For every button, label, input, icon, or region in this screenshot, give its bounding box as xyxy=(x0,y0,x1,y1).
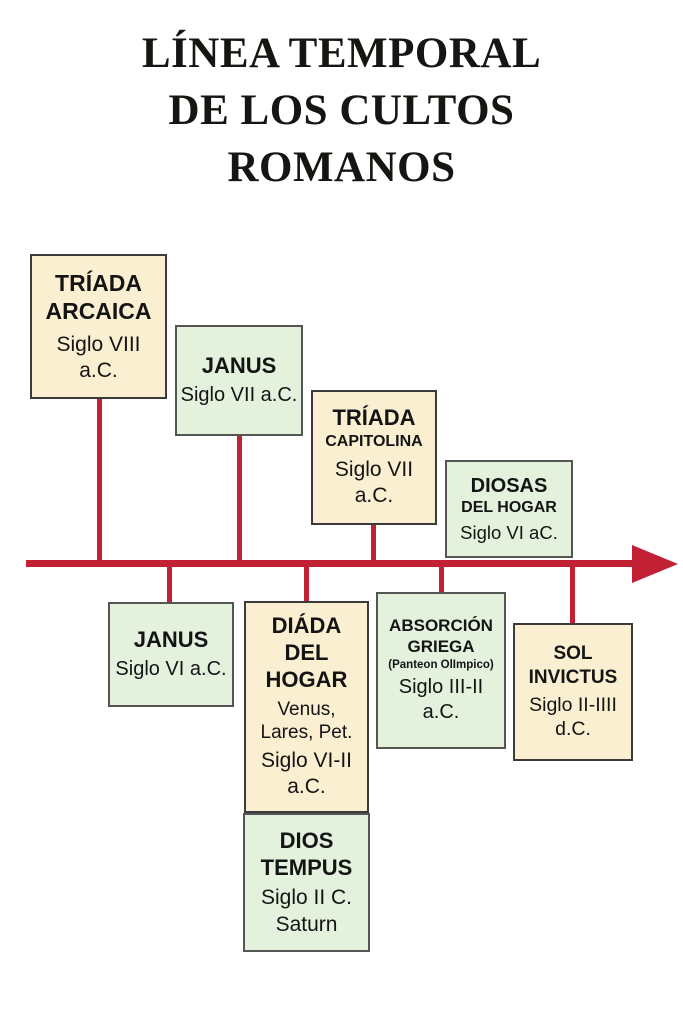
event-period: Siglo VIII a.C. xyxy=(56,332,141,383)
event-box-janus-top: JANUS Siglo VII a.C. xyxy=(175,325,303,436)
page-title-line-3: ROMANOS xyxy=(227,143,456,191)
connector-triada-arcaica xyxy=(97,398,102,560)
page-title-line-1: LÍNEA TEMPORAL xyxy=(141,30,542,77)
event-name: TRÍADA ARCAICA xyxy=(45,269,152,324)
event-box-sol-invictus: SOL INVICTUS Siglo II-IIII d.C. xyxy=(513,623,633,761)
event-subname: CAPITOLINA xyxy=(325,433,423,451)
event-detail: Venus, Lares, Pet. xyxy=(260,698,353,743)
page-title-line-2: DE LOS CULTOS xyxy=(168,86,515,134)
connector-janus-top xyxy=(237,435,242,560)
event-period: Siglo VI-II a.C. xyxy=(260,749,353,799)
connector-diada-hogar xyxy=(304,566,309,602)
event-name: ABSORCIÓN GRIEGA xyxy=(389,616,493,656)
event-name: TRÍADA xyxy=(332,405,416,431)
event-subname: (Panteon OlImpico) xyxy=(388,658,494,671)
event-period: Siglo II-IIII d.C. xyxy=(529,693,617,741)
event-subname: DEL HOGAR xyxy=(461,499,557,517)
timeline-arrowhead-icon xyxy=(632,545,678,583)
connector-absorcion-griega xyxy=(439,566,444,593)
event-box-dios-tempus: DIOS TEMPUS Siglo II C. Saturn xyxy=(243,813,370,952)
event-box-triada-arcaica: TRÍADA ARCAICA Siglo VIII a.C. xyxy=(30,254,167,399)
timeline-axis xyxy=(26,560,638,567)
event-name: SOL INVICTUS xyxy=(528,643,618,688)
event-box-absorcion-griega: ABSORCIÓN GRIEGA (Panteon OlImpico) Sigl… xyxy=(376,592,506,749)
event-period: Siglo II C. xyxy=(260,886,353,910)
event-period: Siglo VII a.C. xyxy=(334,458,414,508)
event-name: DIÁDA DEL HOGAR xyxy=(265,613,348,692)
event-period: Siglo III-II a.C. xyxy=(398,675,484,723)
event-period: Siglo VI aC. xyxy=(460,522,558,544)
event-period: Siglo VII a.C. xyxy=(180,383,298,406)
page-title: LÍNEA TEMPORAL DE LOS CULTOS ROMANOS xyxy=(0,26,683,196)
event-detail: Saturn xyxy=(275,912,338,936)
connector-triada-capitolina xyxy=(371,524,376,560)
event-name: DIOS TEMPUS xyxy=(260,827,353,880)
connector-sol-invictus xyxy=(570,566,575,624)
event-box-diosas-del-hogar: DIOSAS DEL HOGAR Siglo VI aC. xyxy=(445,460,573,558)
event-box-diada-del-hogar: DIÁDA DEL HOGAR Venus, Lares, Pet. Siglo… xyxy=(244,601,369,813)
event-name: DIOSAS xyxy=(470,474,548,497)
event-box-triada-capitolina: TRÍADA CAPITOLINA Siglo VII a.C. xyxy=(311,390,437,525)
event-name: JANUS xyxy=(133,627,209,653)
event-period: Siglo VI a.C. xyxy=(115,657,227,680)
event-name: JANUS xyxy=(201,353,277,379)
connector-janus-bottom xyxy=(167,566,172,603)
event-box-janus-bottom: JANUS Siglo VI a.C. xyxy=(108,602,234,707)
